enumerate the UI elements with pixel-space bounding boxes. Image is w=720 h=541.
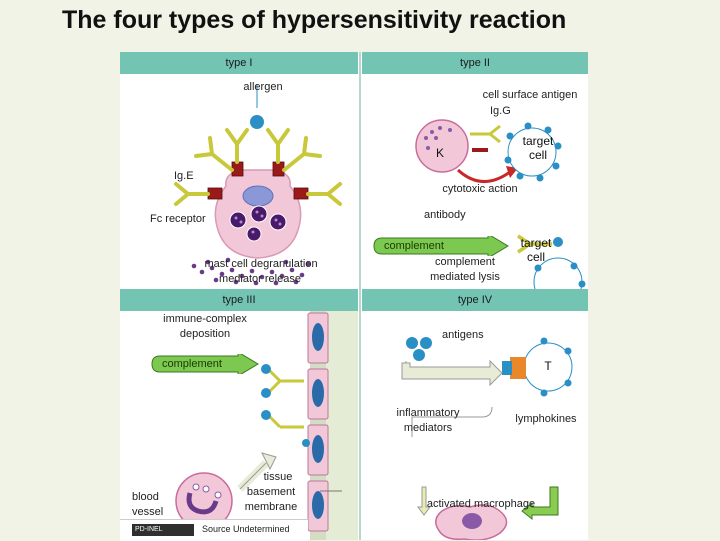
- diagram-figure: type I type II type III type IV: [120, 52, 588, 540]
- label-complement-lysis-2: mediated lysis: [420, 270, 510, 284]
- label-mediators: mediators: [388, 421, 468, 435]
- label-complement-type2: complement: [374, 238, 444, 254]
- source-text: Source Undetermined: [202, 524, 290, 534]
- label-allergen: allergen: [238, 80, 288, 94]
- label-lymphokines: lymphokines: [506, 412, 586, 426]
- header-type-4: type IV: [362, 289, 588, 311]
- label-membrane: membrane: [236, 500, 306, 514]
- label-immune-complex-2: deposition: [150, 327, 260, 341]
- label-antigens: antigens: [442, 328, 484, 342]
- label-activated-macrophage: activated macrophage: [416, 497, 546, 511]
- label-complement-lysis-1: complement: [420, 255, 510, 269]
- header-type-1: type I: [120, 52, 358, 74]
- header-type-3: type III: [120, 289, 358, 311]
- label-basement: basement: [236, 485, 306, 499]
- page-title: The four types of hypersensitivity react…: [62, 6, 566, 35]
- label-cell-surface-antigen: cell surface antigen: [476, 88, 584, 102]
- label-k-cell: K: [432, 146, 448, 160]
- label-target-cell-top: target: [518, 134, 558, 148]
- label-degranulation: mast cell degranulation: [196, 257, 326, 271]
- label-target-cell-bottom: target: [516, 236, 556, 250]
- header-type-2: type II: [362, 52, 588, 74]
- label-blood: blood: [132, 490, 159, 504]
- label-mediator-release: mediator release: [210, 272, 310, 286]
- label-antibody: antibody: [424, 208, 466, 222]
- label-cytotoxic-action: cytotoxic action: [434, 182, 526, 196]
- label-target-cell-top-2: cell: [518, 148, 558, 162]
- label-fc-receptor: Fc receptor: [150, 212, 206, 226]
- label-vessel: vessel: [132, 505, 163, 519]
- label-t-cell: T: [540, 359, 556, 373]
- label-ige: Ig.E: [174, 169, 194, 183]
- pd-inel-badge: PD-INEL: [132, 524, 194, 536]
- label-complement-type3: complement: [152, 356, 222, 372]
- label-target-cell-bottom-2: cell: [516, 250, 556, 264]
- label-tissue: tissue: [248, 470, 308, 484]
- source-credit: PD-INEL Source Undetermined: [120, 519, 308, 541]
- label-immune-complex-1: immune-complex: [150, 312, 260, 326]
- label-inflammatory: inflammatory: [388, 406, 468, 420]
- label-igg: Ig.G: [490, 104, 511, 118]
